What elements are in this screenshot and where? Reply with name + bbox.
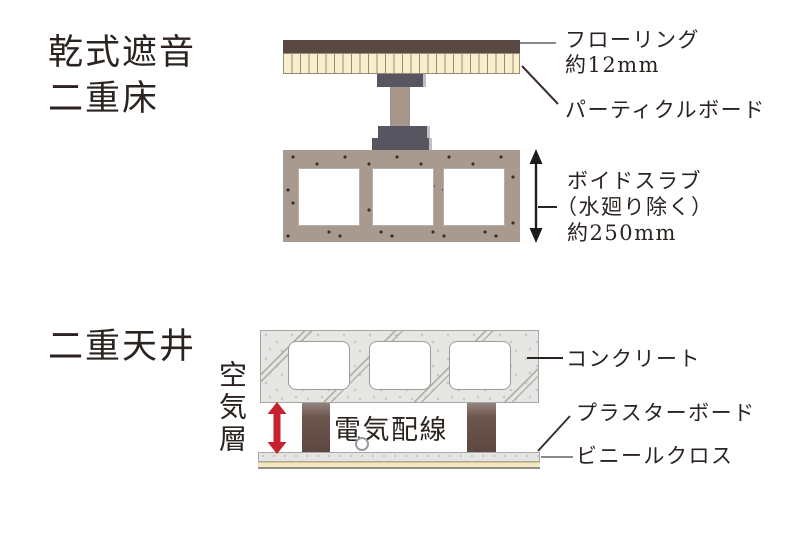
thickness-arrow-head-up: [529, 149, 543, 164]
void-slab-label-line3: 約250mm: [567, 221, 677, 245]
ceiling-hanger-right: [467, 403, 496, 452]
particle-board-label: パーティクルボード: [565, 98, 766, 122]
slab-void: [298, 168, 360, 226]
slab-void: [443, 168, 505, 226]
concrete-label: コンクリート: [566, 347, 701, 371]
void-slab: [283, 150, 520, 242]
plasterboard-layer: [258, 452, 540, 462]
air-layer-arrow-head-up: [267, 402, 287, 414]
slab-void: [372, 168, 434, 226]
thickness-arrow-head-down: [529, 228, 543, 243]
flooring-layer: [283, 40, 520, 53]
flooring-label: フローリング 約12mm: [565, 28, 700, 77]
air-layer-label: 空気層: [215, 360, 248, 456]
pedestal-post: [390, 87, 410, 126]
concrete-void: [288, 341, 350, 390]
vinyl-cloth-label: ビニールクロス: [576, 444, 734, 468]
pedestal-foot-upper: [378, 126, 427, 138]
ceiling-hanger-left: [302, 403, 330, 452]
void-slab-label: ボイドスラブ （水廻り除く） 約250mm: [556, 168, 714, 246]
floor-section-title: 乾式遮音 二重床: [48, 33, 197, 119]
particle-board-layer: [283, 53, 520, 74]
leader-line-particle-board: [521, 65, 559, 105]
pedestal-foot-lower: [372, 138, 429, 150]
concrete-void: [449, 341, 511, 390]
void-slab-label-line1: ボイドスラブ: [567, 169, 702, 193]
electrical-wiring-label: 電気配線: [334, 415, 448, 446]
pedestal-cap: [377, 74, 423, 87]
plasterboard-label: プラスターボード: [576, 401, 756, 425]
leader-line-plasterboard: [537, 415, 571, 452]
void-slab-label-line2: （水廻り除く）: [556, 195, 714, 219]
ceiling-section-title: 二重天井: [48, 327, 197, 367]
concrete-slab: [260, 330, 539, 403]
wire-circle: [355, 437, 369, 451]
concrete-void: [369, 341, 431, 390]
vinyl-cloth-layer: [258, 462, 540, 469]
